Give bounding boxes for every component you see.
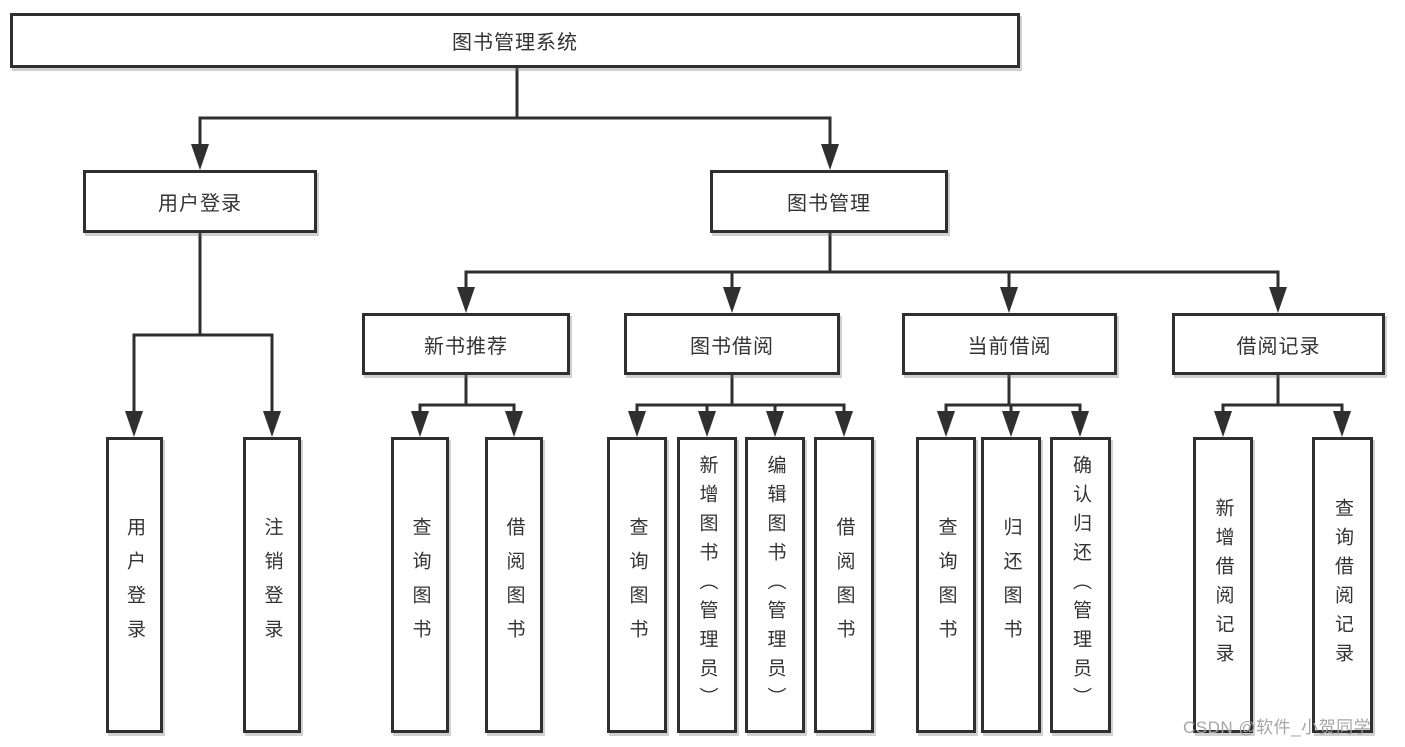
node-new-book-recommend: 新书推荐 <box>362 313 570 375</box>
leaf-edit-books-admin: 编辑图书（管理员） <box>745 437 805 733</box>
node-book-borrow: 图书借阅 <box>624 313 840 375</box>
leaf-add-borrow-record: 新增借阅记录 <box>1193 437 1253 733</box>
node-borrow-records: 借阅记录 <box>1172 313 1385 375</box>
node-current-borrow: 当前借阅 <box>902 313 1117 375</box>
leaf-return-books: 归还图书 <box>981 437 1041 733</box>
node-user-login: 用户登录 <box>83 170 317 233</box>
leaf-query-books-1: 查询图书 <box>391 437 449 733</box>
node-library-management-system: 图书管理系统 <box>10 13 1020 68</box>
leaf-borrow-books-1: 借阅图书 <box>485 437 543 733</box>
leaf-query-books-3: 查询图书 <box>916 437 976 733</box>
leaf-user-login: 用户登录 <box>106 437 163 733</box>
leaf-query-books-2: 查询图书 <box>607 437 667 733</box>
leaf-logout: 注销登录 <box>243 437 301 733</box>
leaf-add-books-admin: 新增图书（管理员） <box>677 437 737 733</box>
leaf-confirm-return-admin: 确认归还（管理员） <box>1050 437 1111 733</box>
csdn-watermark: CSDN @软件_小贺同学 <box>1183 718 1372 737</box>
node-book-management: 图书管理 <box>710 170 948 233</box>
leaf-borrow-books-2: 借阅图书 <box>814 437 874 733</box>
leaf-query-borrow-record: 查询借阅记录 <box>1312 437 1373 733</box>
